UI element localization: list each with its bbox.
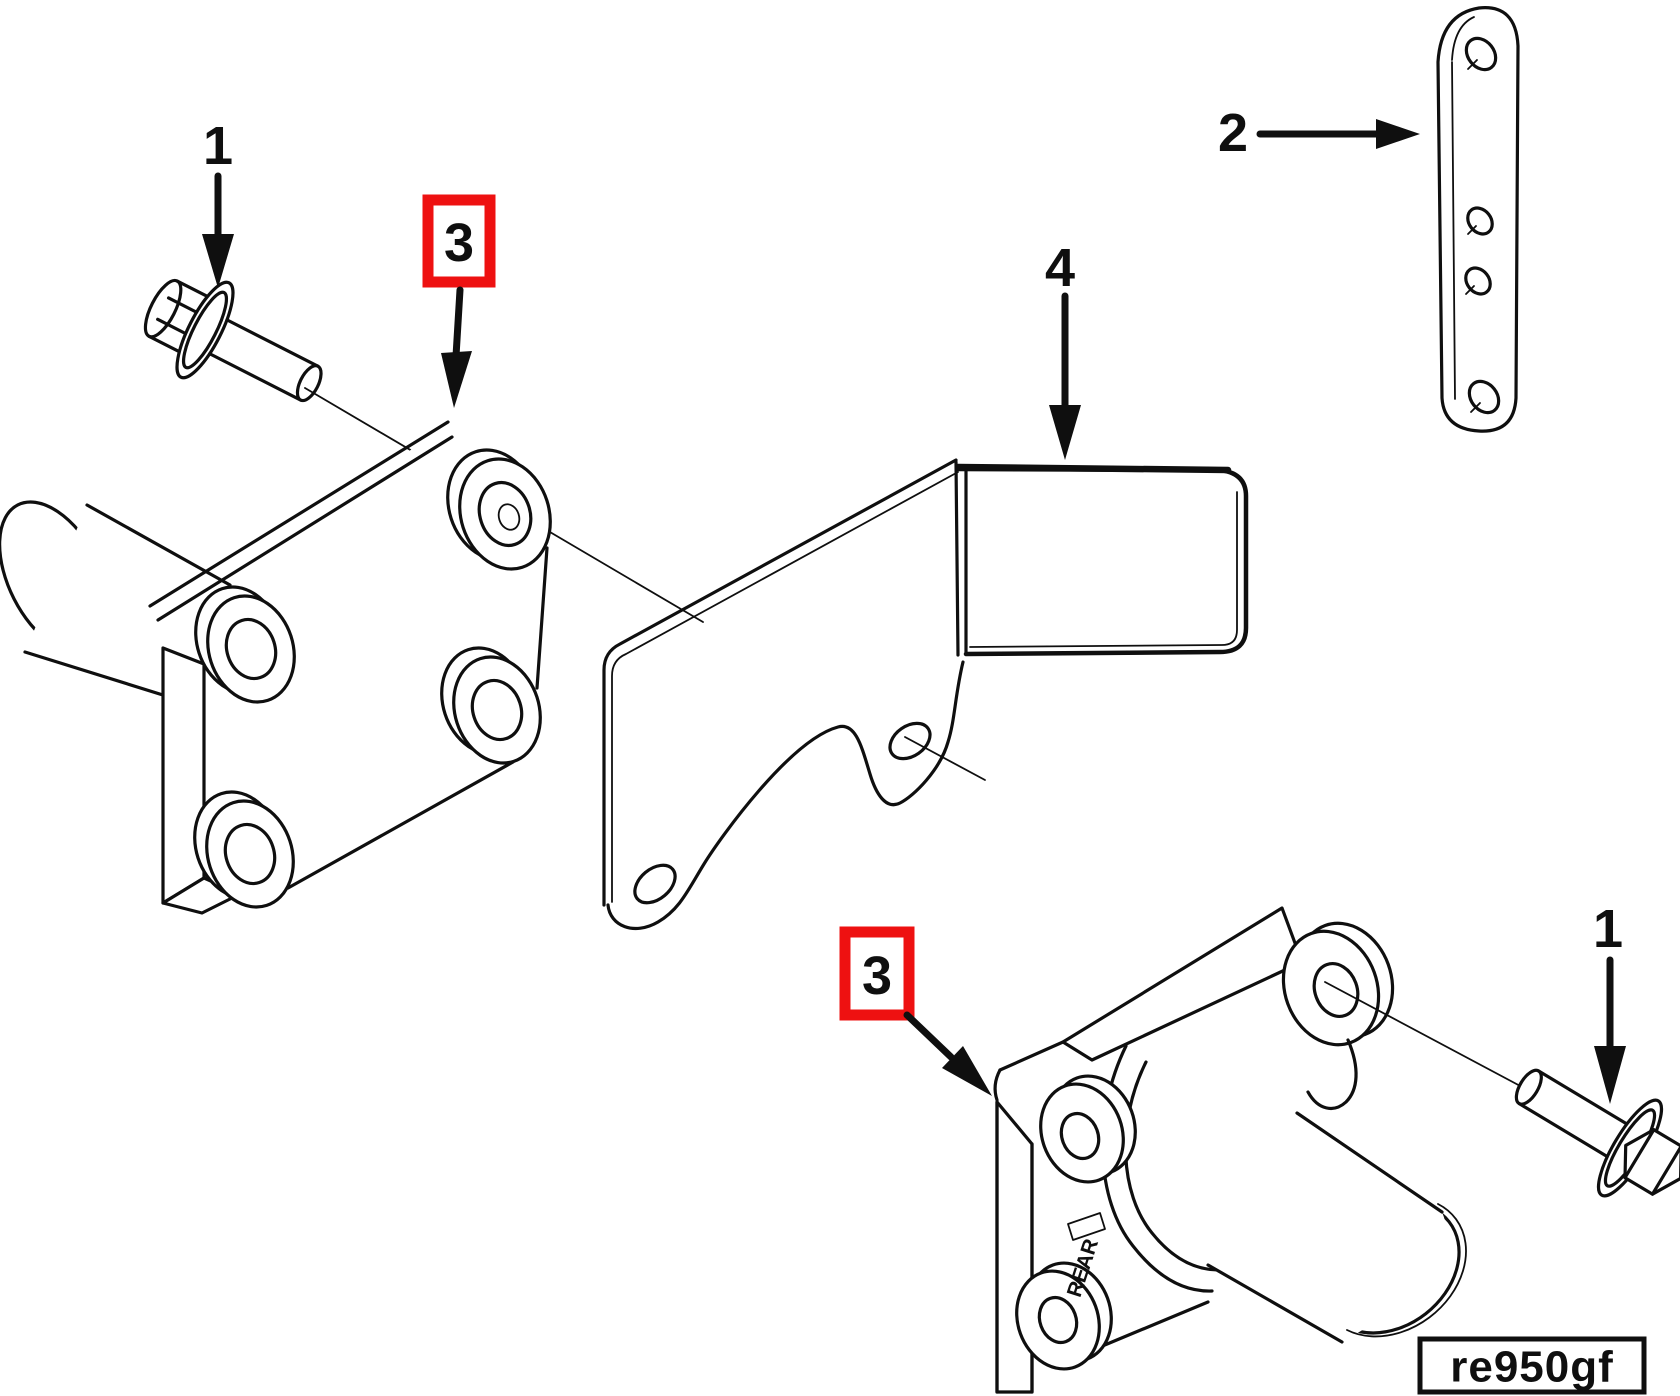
callout-number: 2 [1218,103,1248,163]
callout-3-front-bracket: 3 [422,194,496,408]
callout-arrowhead [202,234,234,288]
plate-top-rim [148,420,450,608]
panel-inner-edge [969,491,1238,648]
bolt-flange-inner [181,290,229,370]
plate-bottom-edge [1086,1300,1210,1354]
panel-top-edge [954,463,1232,474]
callout-2-strap: 2 [1218,103,1420,163]
part-spacer-plate [602,458,1249,931]
hole-tick [1470,402,1481,413]
callout-arrowhead [441,351,472,408]
strap-side-top [1451,16,1475,61]
boss-front [1039,1082,1125,1184]
plate-corner [993,1068,1002,1102]
boss-front [205,799,295,909]
callout-arrowhead [1594,1046,1626,1104]
bolt-flange [175,280,235,380]
bolt-shaft-edge [1537,1069,1629,1126]
bolt-shaft-edge [208,352,303,402]
bolt-head-facet [1650,1144,1680,1196]
fold-edge [954,460,960,657]
hole-tick [1467,225,1477,235]
hole-tick [1467,59,1478,70]
plate-side-strip [161,646,206,905]
plate-top-edge [998,1040,1065,1072]
strap-hole [1464,36,1498,72]
part-bracket-front-view [0,420,552,915]
center-line [1324,981,1525,1089]
strap-hole [1467,379,1501,415]
boss-hole [224,617,278,681]
strap-hole [1466,206,1494,236]
boss-hole [1037,1295,1079,1345]
strap-hole [1464,266,1492,296]
bolt-head-facet [1623,1128,1656,1180]
callout-arrowhead [1049,405,1081,460]
callout-number[interactable]: 3 [444,213,474,273]
figure-code-box: re950gf [1417,1336,1647,1395]
boss-hole [223,822,277,886]
panel-outline [955,466,1249,657]
cylinder-body-fill [1208,1113,1447,1342]
strap-side-edge [1451,61,1456,400]
left-panel-top [602,458,958,907]
boss-tab [1306,1038,1358,1111]
boss-front [1015,1269,1101,1371]
part-bracket-rear-view: REAR [993,906,1525,1394]
callout-3-rear-bracket: 3 [839,926,992,1096]
boss-front [1281,929,1381,1047]
boss-hole [1059,1111,1101,1161]
bolt-shaft-edge [225,318,320,368]
callout-number: 4 [1045,238,1075,298]
boss-front [458,457,552,571]
plate-top-edge [156,435,454,622]
callout-number: 1 [1593,899,1623,959]
highlight-box[interactable] [839,926,915,1021]
callout-number: 1 [203,116,233,176]
cylinder-cap-inner [1346,1203,1467,1338]
boss-front [452,655,542,765]
part-bolt-top-left [143,278,323,403]
boss-front [206,594,296,704]
plate-hole [888,721,932,761]
part-bolt-bottom-right [1514,1068,1680,1198]
cylinder-edge [1295,1111,1444,1214]
callout-number[interactable]: 3 [862,946,892,1006]
callout-1-bottom-right: 1 [1593,899,1626,1104]
callout-4-spacer: 4 [1045,238,1081,460]
plate-hole [633,863,677,905]
highlight-box[interactable] [422,194,496,288]
callout-arrow [903,1011,955,1061]
bolt-tip [295,364,323,403]
cylinder-edge [1206,1263,1344,1344]
callout-arrow [452,286,464,360]
plate-bottom-edge [286,760,515,890]
boss-hole [470,678,524,742]
part-link-strap [1436,6,1520,433]
boss-hole-inner [497,503,521,531]
hole-tick [1465,285,1475,295]
figure-code: re950gf [1450,1343,1614,1392]
boss-hole [1312,962,1360,1018]
stamp-outline [1067,1212,1106,1241]
strap-outline [1436,6,1520,433]
bolt-shaft-edge [1517,1101,1609,1159]
left-panel-top-inner [611,471,959,903]
hole-leader-line [904,736,986,781]
callout-1-top-left: 1 [202,116,234,288]
callout-arrowhead [942,1046,992,1096]
plate-right-edge [535,546,549,690]
boss-hole [477,481,533,547]
plate-face-fill [166,420,552,902]
callout-arrowhead [1376,119,1420,149]
left-panel-wavy-bottom [606,660,965,931]
figure-code-border [1417,1336,1647,1395]
